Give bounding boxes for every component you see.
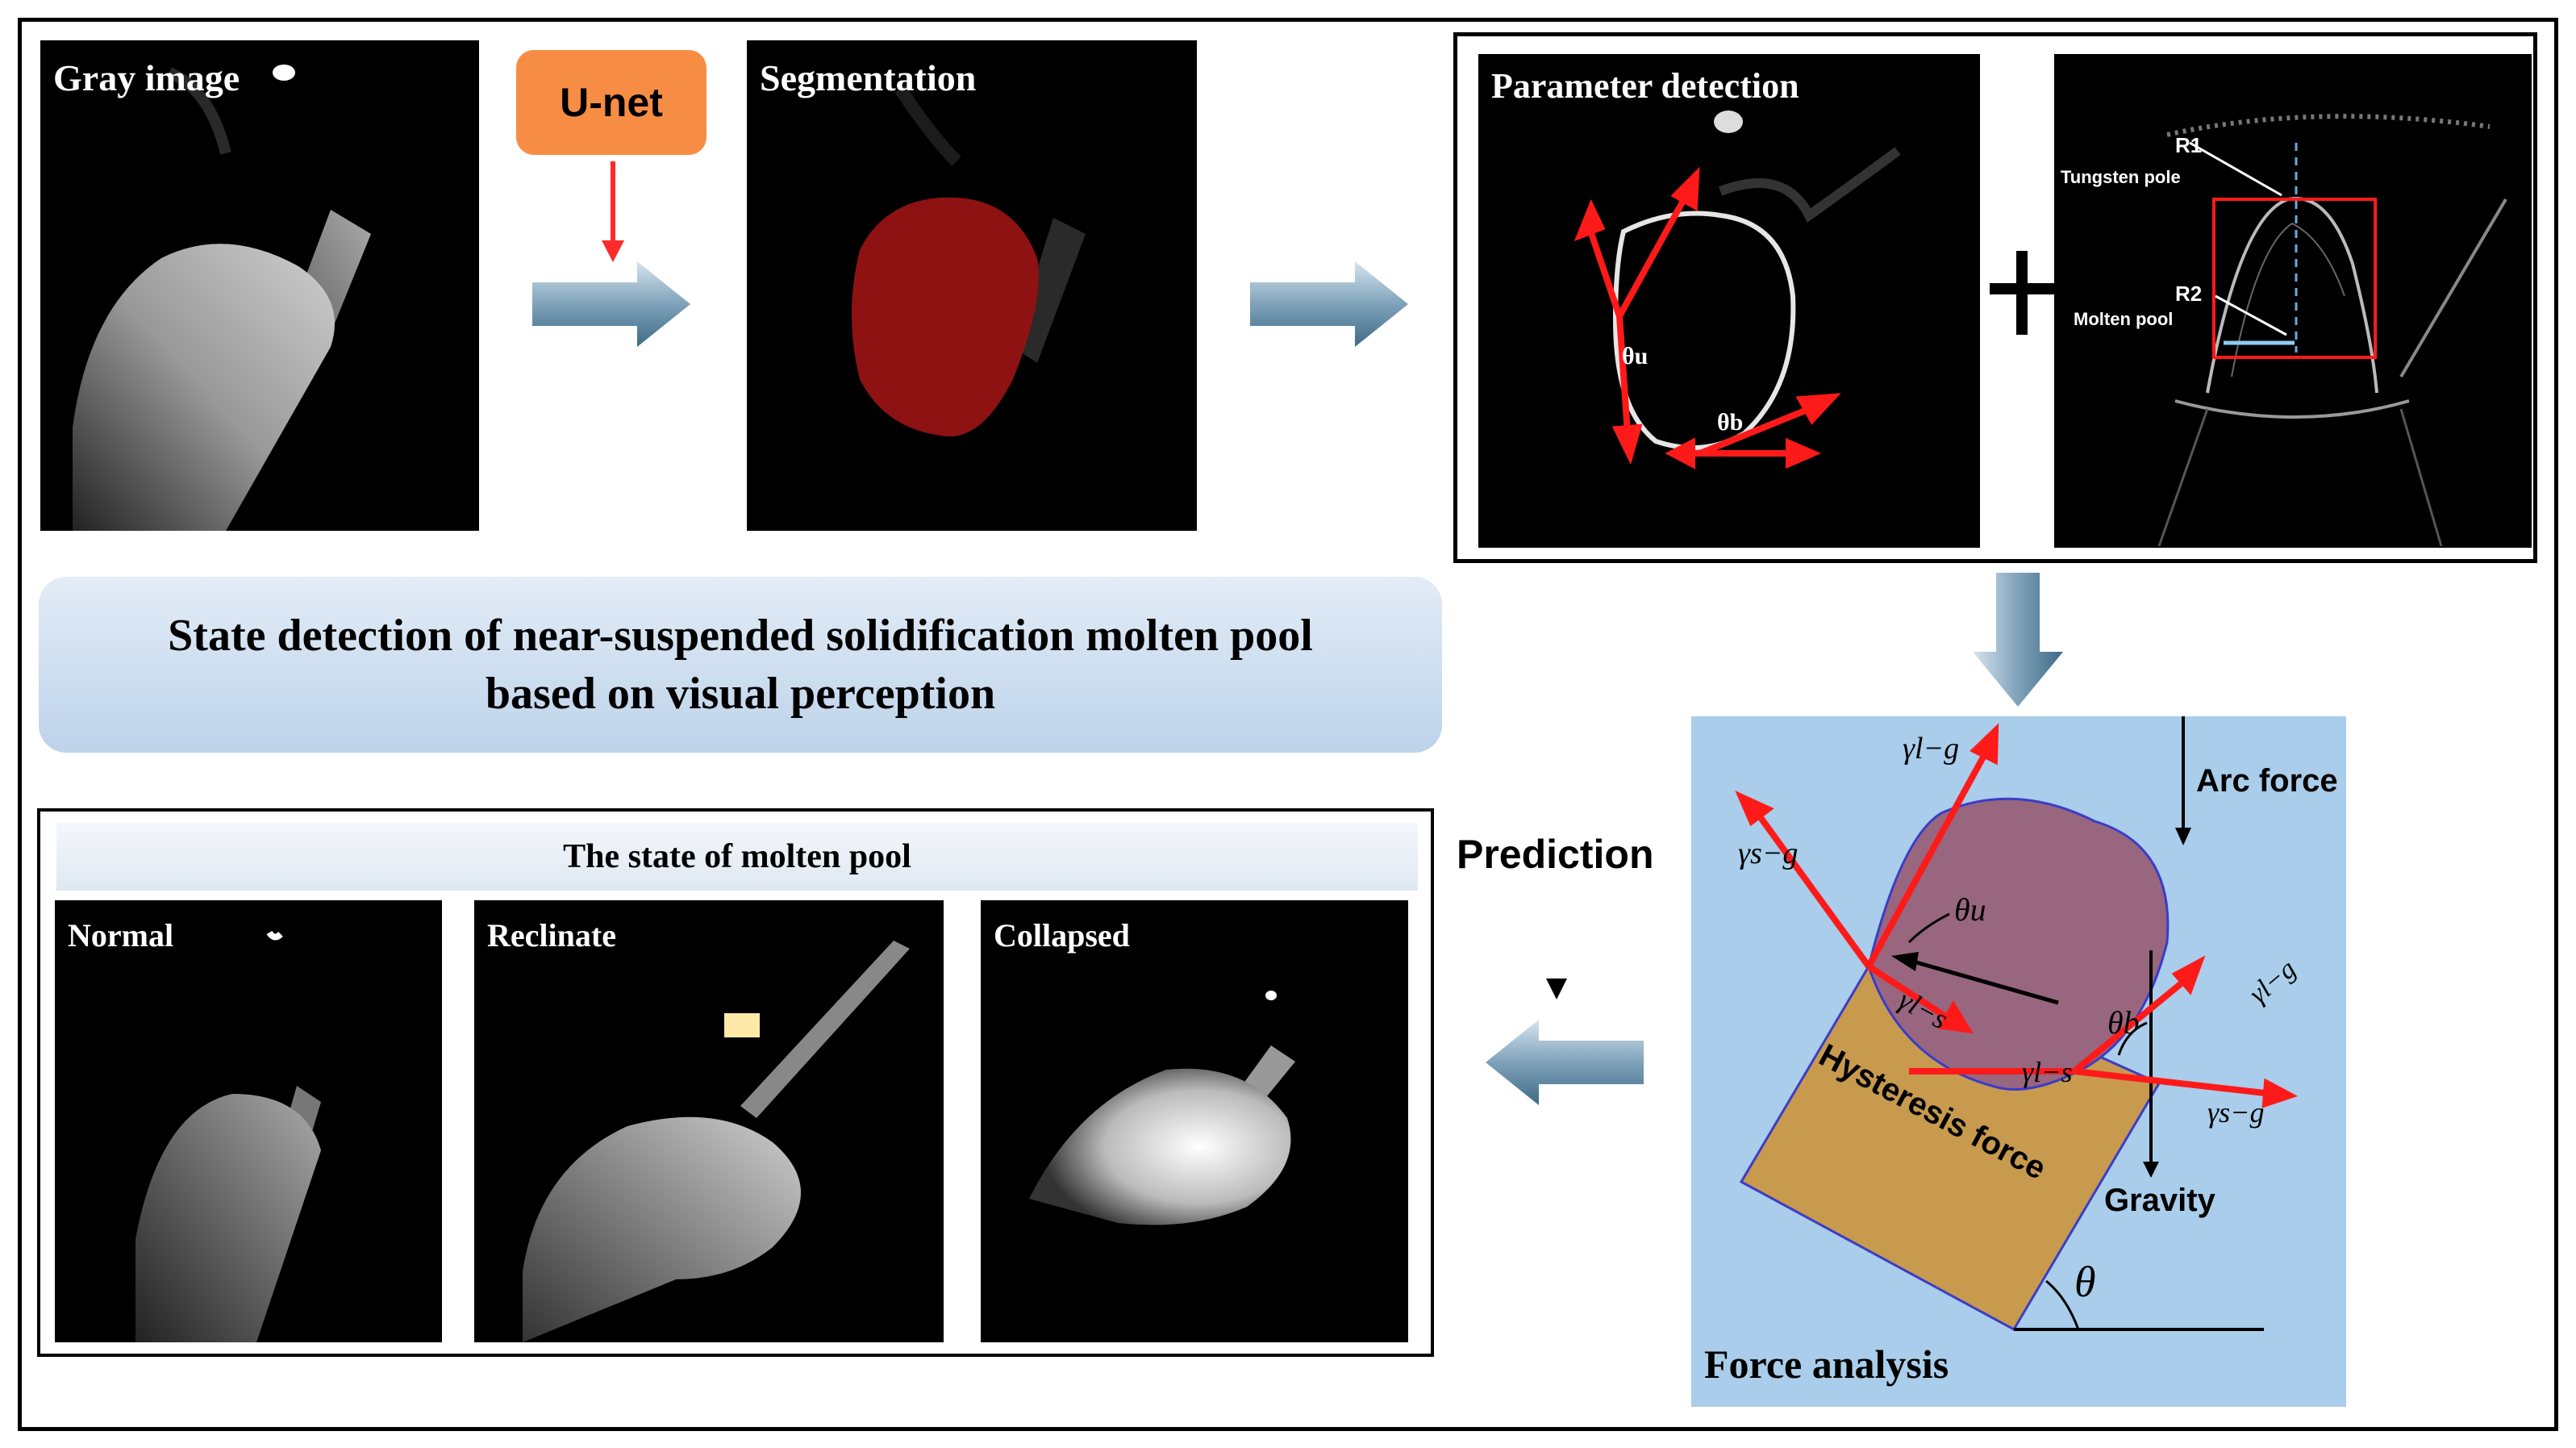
molten-pool-state-box: The state of molten pool Normal Reclinat… — [37, 808, 1434, 1357]
r2-label: R2 — [2175, 282, 2203, 306]
state-collapsed-photo — [1029, 991, 1295, 1225]
theta-u-label: θu — [1622, 343, 1649, 369]
gray-image-photo — [73, 65, 371, 531]
parameter-detection-panel: Parameter detection θu θb — [1478, 54, 1980, 548]
segmentation-panel: Segmentation — [747, 40, 1197, 531]
parameter-detection-photo — [1574, 111, 1901, 469]
gamma-sg-right-label: γs−g — [2207, 1096, 2265, 1129]
unet-box: U-net — [516, 50, 707, 155]
theta-u-angle-label: θu — [1954, 891, 1986, 928]
prediction-label: Prediction — [1457, 832, 1654, 877]
molten-pool-label: Molten pool — [2074, 309, 2174, 329]
arc-force-label: Arc force — [2196, 763, 2338, 799]
state-header: The state of molten pool — [56, 823, 1418, 891]
segmentation-title: Segmentation — [760, 57, 977, 98]
flow-arrow-left — [1486, 1020, 1644, 1105]
theta-b-label: θb — [1717, 409, 1744, 436]
force-analysis-title: Force analysis — [1704, 1342, 1949, 1387]
state-normal-title: Normal — [68, 917, 174, 954]
state-reclinate-photo — [523, 941, 910, 1342]
summary-banner: State detection of near-suspended solidi… — [39, 577, 1442, 753]
r1-label: R1 — [2175, 133, 2203, 157]
flow-arrow-1 — [532, 261, 690, 347]
parameter-detection-title: Parameter detection — [1491, 66, 1799, 106]
tungsten-pool-photo — [2157, 114, 2507, 547]
gamma-ls-bottom-label: γl−s — [2022, 1056, 2073, 1088]
prediction-down-arrow — [1546, 898, 1567, 999]
state-collapsed-title: Collapsed — [994, 917, 1130, 954]
gamma-sg-left-label: γs−g — [1738, 837, 1799, 870]
gamma-lg-top-label: γl−g — [1903, 732, 1960, 766]
gray-image-title: Gray image — [53, 57, 240, 98]
state-reclinate-panel: Reclinate — [474, 900, 944, 1342]
gravity-label: Gravity — [2104, 1183, 2215, 1218]
state-reclinate-title: Reclinate — [487, 917, 616, 954]
flow-arrow-down — [1973, 573, 2063, 707]
segmentation-photo — [852, 85, 1086, 437]
state-normal-panel: Normal — [55, 900, 442, 1342]
theta-b-angle-label: θb — [2107, 1004, 2140, 1041]
unet-label: U-net — [560, 80, 663, 125]
summary-line-1: State detection of near-suspended solidi… — [168, 611, 1313, 661]
parameter-detection-box: Parameter detection θu θb R1 Tungsten po… — [1453, 32, 2537, 563]
gray-image-panel: Gray image — [40, 40, 479, 531]
tungsten-pool-panel: R1 Tungsten pole R2 Molten pool — [2054, 54, 2532, 548]
outer-frame — [18, 18, 2558, 1431]
plus-sign — [1990, 251, 2054, 335]
theta-label: θ — [2074, 1258, 2096, 1306]
state-collapsed-panel: Collapsed — [981, 900, 1408, 1342]
force-analysis-diagram — [1735, 716, 2299, 1332]
unet-down-arrow — [602, 161, 624, 262]
force-analysis-panel: Arc force Gravity Hysteresis force γl−g … — [1691, 716, 2346, 1407]
summary-line-2: based on visual perception — [485, 669, 996, 719]
flow-arrow-2 — [1250, 261, 1408, 347]
state-normal-photo — [135, 930, 321, 1342]
tungsten-label: Tungsten pole — [2061, 167, 2181, 187]
